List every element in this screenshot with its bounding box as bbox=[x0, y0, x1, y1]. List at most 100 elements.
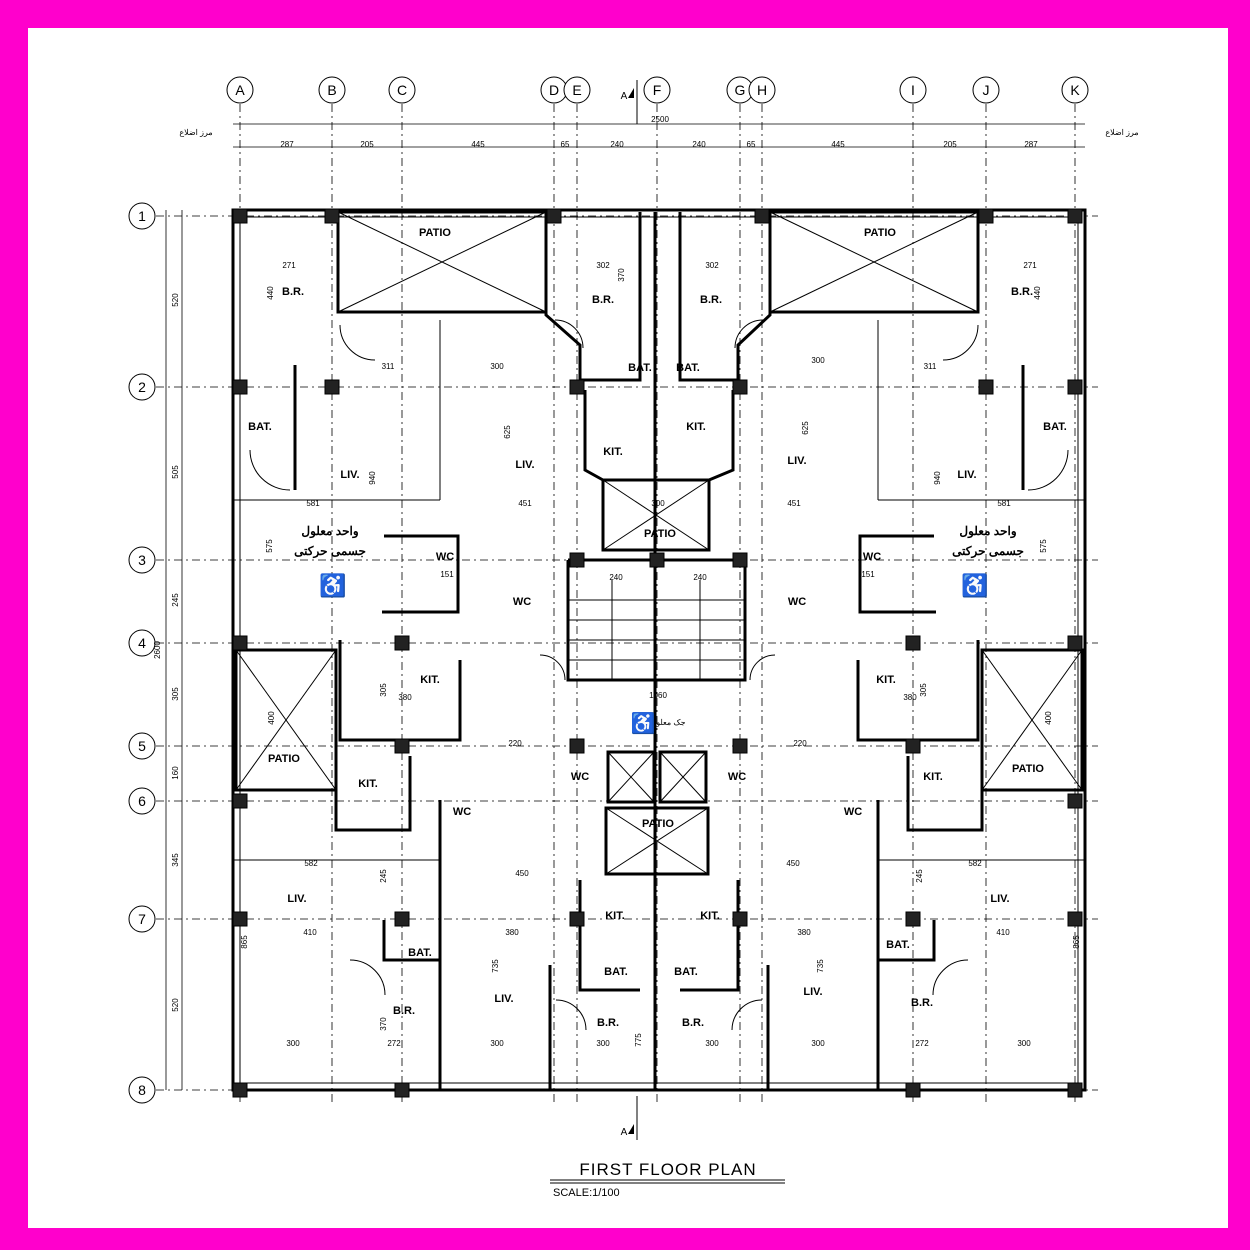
dim-text: 450 bbox=[515, 869, 529, 878]
dim-text: 151 bbox=[440, 570, 454, 579]
structural-column bbox=[394, 635, 410, 651]
structural-column bbox=[394, 738, 410, 754]
dim-text: 380 bbox=[505, 928, 519, 937]
left-dim-1: 520 bbox=[171, 293, 180, 307]
disabled-parking-note: جک معلول bbox=[650, 718, 685, 727]
axis-grid-lines bbox=[156, 104, 1098, 1104]
column-axis-D: D bbox=[540, 76, 568, 104]
top-dim-9: 205 bbox=[943, 140, 957, 149]
dim-text: 300 bbox=[596, 1039, 610, 1048]
dim-text: 245 bbox=[379, 869, 388, 883]
disabled-unit-note-line2: جسمی حرکتی bbox=[294, 544, 366, 559]
dim-text: 625 bbox=[801, 421, 810, 435]
room-label: WC bbox=[513, 596, 531, 608]
dim-text: 575 bbox=[1039, 539, 1048, 553]
dim-text: 400 bbox=[267, 711, 276, 725]
dim-text: 311 bbox=[924, 362, 937, 371]
room-label: KIT. bbox=[358, 778, 378, 790]
dim-text: 300 bbox=[811, 1039, 825, 1048]
structural-column bbox=[754, 208, 770, 224]
dim-text: 775 bbox=[634, 1033, 643, 1047]
structural-column bbox=[1067, 1082, 1083, 1098]
room-label: BAT. bbox=[408, 947, 432, 959]
structural-column bbox=[1067, 379, 1083, 395]
dim-text: 151 bbox=[861, 570, 875, 579]
room-label: KIT. bbox=[603, 446, 623, 458]
left-dim-7: 520 bbox=[171, 998, 180, 1012]
outer-walls bbox=[231, 208, 1087, 1092]
structural-column bbox=[905, 738, 921, 754]
room-label: LIV. bbox=[494, 993, 513, 1005]
row-axis-label: 1 bbox=[138, 208, 146, 224]
column-axis-label: J bbox=[983, 82, 990, 98]
room-label: BAT. bbox=[1043, 421, 1067, 433]
left-dim-3: 245 bbox=[171, 593, 180, 607]
row-axis-7: 7 bbox=[128, 905, 156, 933]
dim-text: 1060 bbox=[649, 691, 667, 700]
room-label: PATIO bbox=[1012, 763, 1044, 775]
room-label: KIT. bbox=[686, 421, 706, 433]
room-label: B.R. bbox=[597, 1017, 619, 1029]
column-axis-label: H bbox=[757, 82, 767, 98]
room-label: BAT. bbox=[886, 939, 910, 951]
column-axis-label: D bbox=[549, 82, 559, 98]
drawing-sheet bbox=[28, 28, 1228, 1228]
section-marks: A A bbox=[621, 80, 638, 1140]
row-axis-3: 3 bbox=[128, 546, 156, 574]
disabled-unit-note-line1: واحد معلول bbox=[301, 524, 358, 539]
structural-column bbox=[905, 635, 921, 651]
boundary-note-left: مرز اضلاع bbox=[179, 128, 212, 137]
column-axis-J: J bbox=[972, 76, 1000, 104]
room-label: BAT. bbox=[248, 421, 272, 433]
dim-text: 300 bbox=[286, 1039, 300, 1048]
room-label: B.R. bbox=[282, 286, 304, 298]
column-axis-label: C bbox=[397, 82, 407, 98]
room-label: B.R. bbox=[393, 1005, 415, 1017]
top-dim-5: 240 bbox=[610, 140, 624, 149]
dim-text: 272 bbox=[387, 1039, 401, 1048]
dim-text: 370 bbox=[617, 268, 626, 282]
structural-column bbox=[232, 208, 248, 224]
dim-text: 305 bbox=[379, 683, 388, 697]
room-label: WC bbox=[863, 551, 881, 563]
row-axis-label: 2 bbox=[138, 379, 146, 395]
section-mark-bottom: A bbox=[621, 1127, 628, 1138]
column-axis-B: B bbox=[318, 76, 346, 104]
left-dim-5: 160 bbox=[171, 766, 180, 780]
drawing-title: FIRST FLOOR PLAN bbox=[579, 1160, 756, 1179]
row-axis-2: 2 bbox=[128, 373, 156, 401]
room-label: B.R. bbox=[1011, 286, 1033, 298]
structural-column bbox=[649, 552, 665, 568]
room-labels: PATIO PATIO B.R. B.R. B.R. B.R. BAT. BAT… bbox=[248, 227, 1067, 1029]
doors bbox=[249, 319, 1069, 1031]
dim-text: 582 bbox=[304, 859, 318, 868]
column-axis-E: E bbox=[563, 76, 591, 104]
dim-text: 300 bbox=[1017, 1039, 1031, 1048]
room-label: PATIO bbox=[642, 818, 674, 830]
structural-column bbox=[324, 208, 340, 224]
dim-text: 865 bbox=[1072, 935, 1081, 949]
room-label: WC bbox=[453, 806, 471, 818]
structural-column bbox=[1067, 793, 1083, 809]
dim-text: 240 bbox=[609, 573, 623, 582]
column-axis-label: F bbox=[653, 82, 662, 98]
top-dim-7: 65 bbox=[747, 140, 756, 149]
top-dimension-chain: 2500 مرز اضلاع مرز اضلاع 287 205 445 65 … bbox=[179, 115, 1138, 149]
overall-height-dimension: 2600 bbox=[153, 641, 162, 659]
row-axis-label: 3 bbox=[138, 552, 146, 568]
dim-text: 581 bbox=[306, 499, 320, 508]
dim-text: 410 bbox=[303, 928, 317, 937]
dim-text: 940 bbox=[368, 471, 377, 485]
dim-text: 440 bbox=[266, 286, 275, 300]
dim-text: 220 bbox=[793, 739, 807, 748]
structural-column bbox=[546, 208, 562, 224]
disabled-unit-note-line2: جسمی حرکتی bbox=[952, 544, 1024, 559]
dim-text: 451 bbox=[518, 499, 532, 508]
dim-text: 410 bbox=[996, 928, 1010, 937]
dim-text: 370 bbox=[379, 1017, 388, 1031]
room-label: WC bbox=[788, 596, 806, 608]
dim-text: 300 bbox=[705, 1039, 719, 1048]
dim-text: 440 bbox=[1033, 286, 1042, 300]
structural-column bbox=[978, 379, 994, 395]
